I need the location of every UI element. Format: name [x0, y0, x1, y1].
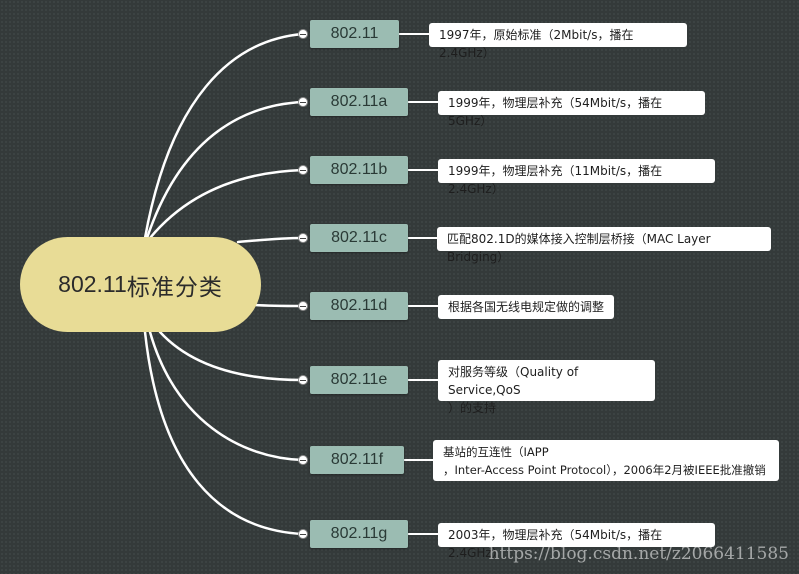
collapse-toggle-icon[interactable]	[298, 29, 308, 39]
branch-link	[143, 32, 305, 240]
collapse-toggle-icon[interactable]	[298, 233, 308, 243]
node-802-11[interactable]: 802.11	[310, 20, 399, 48]
branch-link	[253, 303, 305, 308]
collapse-toggle-icon[interactable]	[298, 97, 308, 107]
note-802-11f: 基站的互连性（IAPP ，Inter-Access Point Protocol…	[433, 440, 779, 481]
collapse-toggle-icon[interactable]	[298, 529, 308, 539]
branch-link	[148, 168, 305, 240]
collapse-toggle-icon[interactable]	[298, 375, 308, 385]
collapse-toggle-icon[interactable]	[298, 165, 308, 175]
branch-link	[143, 330, 305, 536]
note-802-11a: 1999年，物理层补充（54Mbit/s，播在5GHz）	[438, 91, 705, 128]
branch-link	[158, 330, 305, 382]
watermark: https://blog.csdn.net/z2066411585	[488, 544, 789, 564]
note-802-11: 1997年，原始标准（2Mbit/s，播在2.4GHz）	[429, 23, 687, 60]
root-title-latin: 802.11	[58, 271, 127, 297]
note-802-11d: 根据各国无线电规定做的调整	[438, 295, 614, 319]
note-802-11c: 匹配802.1D的媒体接入控制层桥接（MAC Layer Bridging）	[437, 227, 771, 264]
node-802-11g[interactable]: 802.11g	[310, 520, 408, 548]
branch-link	[236, 236, 305, 244]
node-802-11e[interactable]: 802.11e	[310, 366, 408, 394]
node-802-11a[interactable]: 802.11a	[310, 88, 408, 116]
note-802-11e: 对服务等级（Quality of Service,QoS ）的支持	[438, 360, 655, 415]
collapse-toggle-icon[interactable]	[298, 455, 308, 465]
node-802-11f[interactable]: 802.11f	[310, 446, 404, 474]
branch-link	[148, 330, 305, 462]
collapse-toggle-icon[interactable]	[298, 301, 308, 311]
node-802-11b[interactable]: 802.11b	[310, 156, 408, 184]
node-802-11c[interactable]: 802.11c	[310, 224, 408, 252]
root-title-cjk: 标准分类	[126, 274, 223, 301]
node-802-11d[interactable]: 802.11d	[310, 292, 408, 320]
branch-link	[145, 100, 305, 240]
note-802-11g: 2003年，物理层补充（54Mbit/s，播在2.4GHz）	[438, 523, 715, 560]
note-802-11b: 1999年，物理层补充（11Mbit/s，播在2.4GHz）	[438, 159, 715, 196]
